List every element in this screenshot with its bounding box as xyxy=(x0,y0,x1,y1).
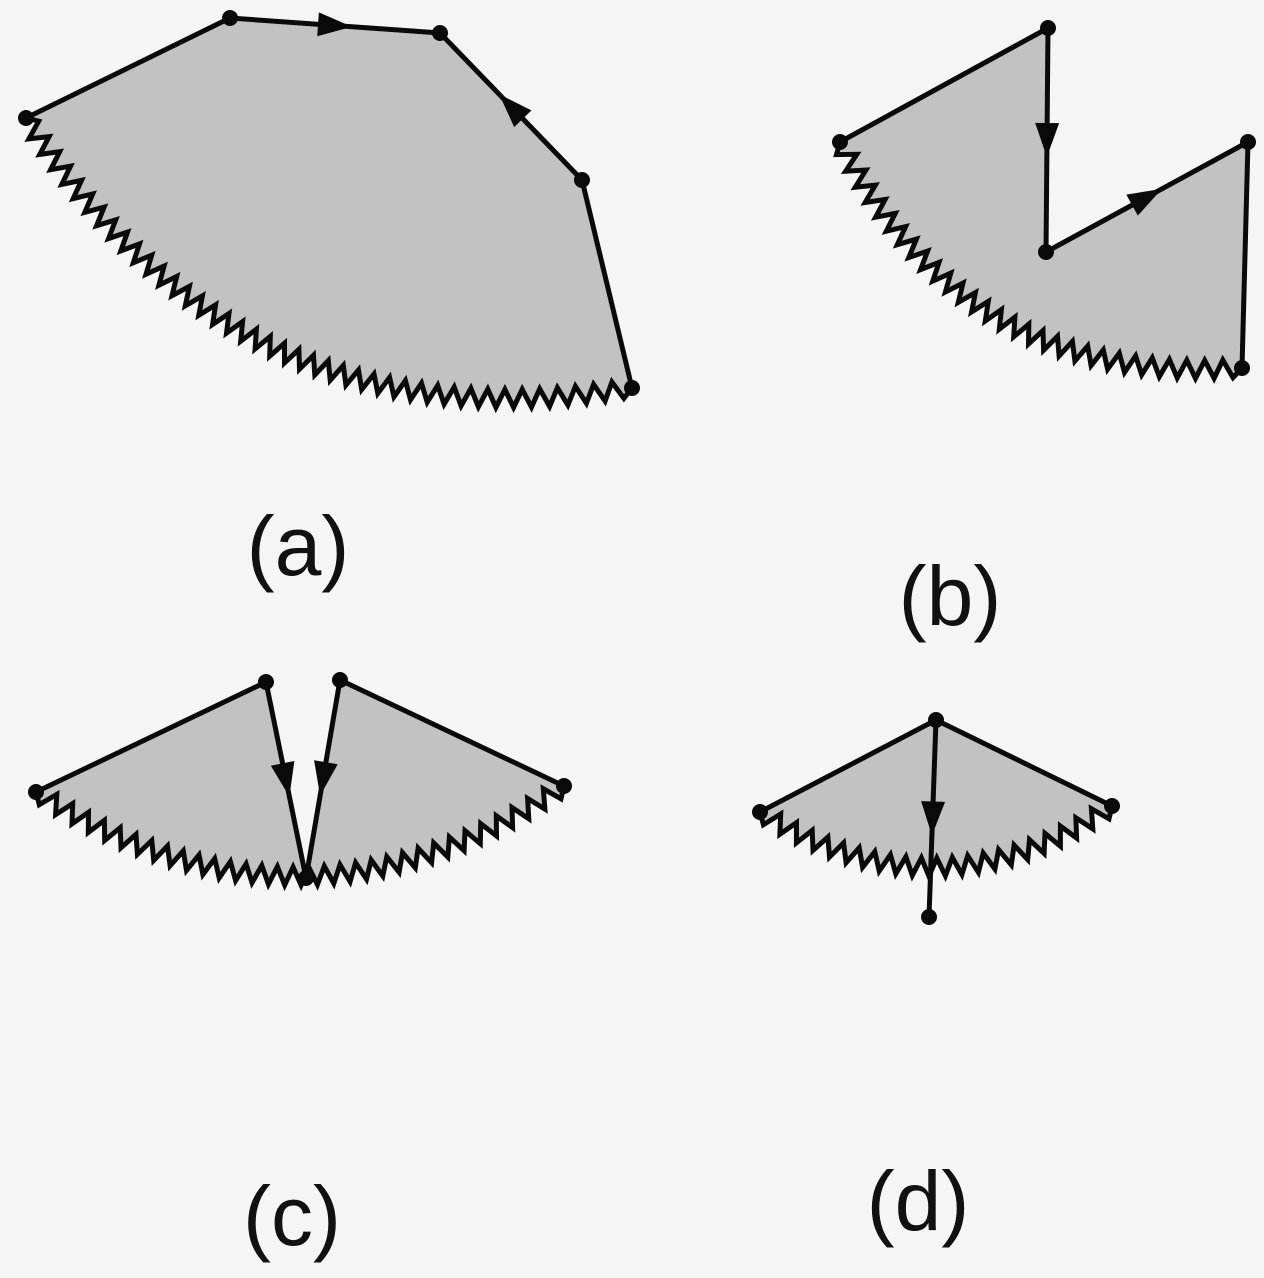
panel-b-zigzag-edge xyxy=(833,141,1244,385)
panel-b-vertices-dot-3 xyxy=(1038,244,1054,260)
panel-d-vertices-dot-3 xyxy=(1104,798,1120,814)
panel-a-vertices-dot-5 xyxy=(624,380,640,396)
panel-d: (d) xyxy=(752,712,1120,1248)
panel-a-vertices-dot-2 xyxy=(222,10,238,26)
panel-a-vertices-dot-1 xyxy=(18,110,34,126)
panel-b-vertices-dot-1 xyxy=(832,134,848,150)
panel-a-arrow-top xyxy=(317,12,352,37)
panel-b-vertices-dot-4 xyxy=(1240,134,1256,150)
panel-c-vertices-dot-5 xyxy=(556,778,572,794)
panel-c-zigzag-edge xyxy=(33,784,567,892)
panel-a-vertices xyxy=(18,10,640,396)
panel-c-vertices-dot-3 xyxy=(298,870,314,886)
panel-a-zigzag-edge xyxy=(24,115,634,414)
panel-a-vertices-dot-3 xyxy=(432,25,448,41)
panel-b-region xyxy=(836,28,1248,379)
panel-a: (a) xyxy=(18,10,640,593)
panel-d-vertices xyxy=(752,712,1120,925)
panel-b-vertices-dot-5 xyxy=(1234,360,1250,376)
panel-b-label: (b) xyxy=(899,549,1002,643)
panel-c-label: (c) xyxy=(243,1169,341,1263)
panel-d-vertices-dot-1 xyxy=(752,804,768,820)
panel-b-vertices-dot-2 xyxy=(1040,20,1056,36)
panel-c-vertices xyxy=(28,672,572,886)
panel-c-vertices-dot-1 xyxy=(28,784,44,800)
panel-a-region xyxy=(26,18,632,408)
panel-a-arrow-right xyxy=(499,94,532,128)
panel-c: (c) xyxy=(28,672,572,1263)
panel-b-arrow-down xyxy=(1035,122,1060,157)
panel-d-vertices-dot-2 xyxy=(928,712,944,728)
panel-b-vertices xyxy=(832,20,1256,376)
panel-d-region xyxy=(760,720,1112,877)
panel-c-vertices-dot-2 xyxy=(258,674,274,690)
panel-b-arrow-right xyxy=(1126,188,1162,216)
panel-d-zigzag-edge xyxy=(757,804,1115,883)
panel-c-arrow-right xyxy=(314,760,338,796)
panel-b: (b) xyxy=(832,20,1256,643)
panel-a-vertices-dot-4 xyxy=(574,172,590,188)
panel-d-vertices-dot-4 xyxy=(921,909,937,925)
panel-d-label: (d) xyxy=(867,1154,970,1248)
panel-c-vertices-dot-4 xyxy=(332,672,348,688)
panel-a-label: (a) xyxy=(247,499,350,593)
panel-d-arrow-down xyxy=(921,801,946,836)
panel-c-arrow-left xyxy=(270,760,295,797)
